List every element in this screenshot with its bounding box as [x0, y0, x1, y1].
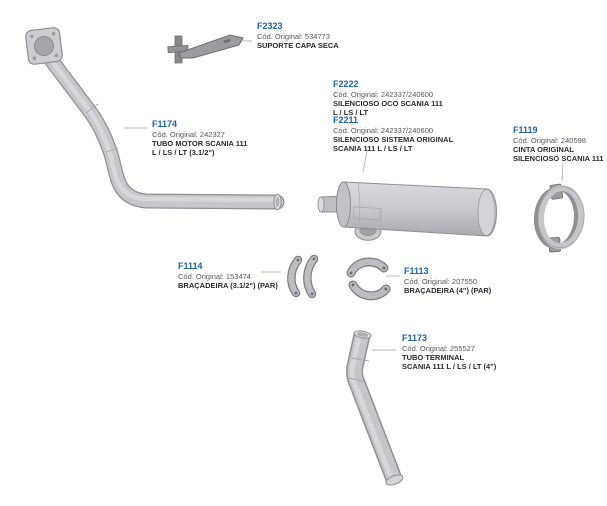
- part-number: F1114: [178, 261, 203, 271]
- clamp-pair-4-drawing: [346, 257, 391, 301]
- part-label-F2323: F2323 Cód. Original: 534773 SUPORTE CAPA…: [257, 21, 339, 50]
- part-desc: SCANIA 111 L / LS / LT: [333, 144, 413, 153]
- part-desc: TUBO TERMINAL: [402, 353, 465, 362]
- part-label-F1113: F1113 Cód. Original: 207550 BRAÇADEIRA (…: [404, 266, 491, 295]
- part-label-F2211: F2211 Cód. Original: 242337/240600 SILEN…: [333, 115, 453, 153]
- part-desc: BRAÇADEIRA (4") (PAR): [404, 286, 492, 295]
- part-desc: CINTA ORIGINAL: [513, 145, 574, 154]
- part-desc: BRAÇADEIRA (3.1/2") (PAR): [178, 281, 278, 290]
- part-label-F1119: F1119 Cód. Original: 240598 CINTA ORIGIN…: [513, 125, 604, 163]
- part-desc: SCANIA 111 L / LS / LT (4"): [402, 362, 497, 371]
- clamp-pair-3-1-2-drawing: [287, 254, 319, 299]
- exhaust-flange: [25, 27, 63, 65]
- part-number: F1174: [152, 119, 178, 129]
- tail-pipe-drawing: [345, 330, 404, 486]
- part-label-F1173: F1173 Cód. Original: 255527 TUBO TERMINA…: [402, 333, 496, 371]
- part-desc: L / LS / LT (3.1/2"): [152, 148, 215, 157]
- part-desc: SILENCIOSO SCANIA 111: [513, 154, 604, 163]
- muffler-drawing: [317, 181, 498, 241]
- part-number: F1119: [513, 125, 538, 135]
- part-label-F2222: F2222 Cód. Original: 242337/240600 SILEN…: [333, 79, 443, 117]
- part-label-F1174: F1174 Cód. Original: 242327 TUBO MOTOR S…: [152, 119, 247, 157]
- part-desc: SUPORTE CAPA SECA: [257, 41, 339, 50]
- part-code: Cód. Original: 153474: [178, 272, 251, 281]
- part-number: F2222: [333, 79, 359, 89]
- leader-lines: [124, 40, 564, 351]
- part-number: F1113: [404, 266, 429, 276]
- part-code: Cód. Original: 255527: [402, 344, 475, 353]
- part-number: F2323: [257, 21, 283, 31]
- leader-line: [362, 150, 368, 173]
- part-code: Cód. Original: 534773: [257, 32, 330, 41]
- muffler-band-clamp-drawing: [533, 183, 585, 253]
- part-desc: L / LS / LT: [333, 108, 369, 117]
- pipe-open-end: [385, 474, 404, 486]
- part-code: Cód. Original: 242327: [152, 130, 225, 139]
- part-number: F1173: [402, 333, 428, 343]
- part-label-F1114: F1114 Cód. Original: 153474 BRAÇADEIRA (…: [178, 261, 278, 290]
- leader-line: [561, 162, 564, 182]
- part-code: Cód. Original: 242337/240600: [333, 126, 434, 135]
- engine-pipe-drawing: [25, 27, 285, 211]
- part-code: Cód. Original: 242337/240600: [333, 90, 434, 99]
- part-desc: TUBO MOTOR SCANIA 111: [152, 139, 248, 148]
- part-code: Cód. Original: 240598: [513, 136, 586, 145]
- dry-cover-bracket-drawing: [167, 34, 244, 64]
- part-desc: SILENCIOSO SISTEMA ORIGINAL: [333, 135, 454, 144]
- part-desc: SILENCIOSO OCO SCANIA 111: [333, 99, 443, 108]
- part-code: Cód. Original: 207550: [404, 277, 477, 286]
- part-number: F2211: [333, 115, 359, 125]
